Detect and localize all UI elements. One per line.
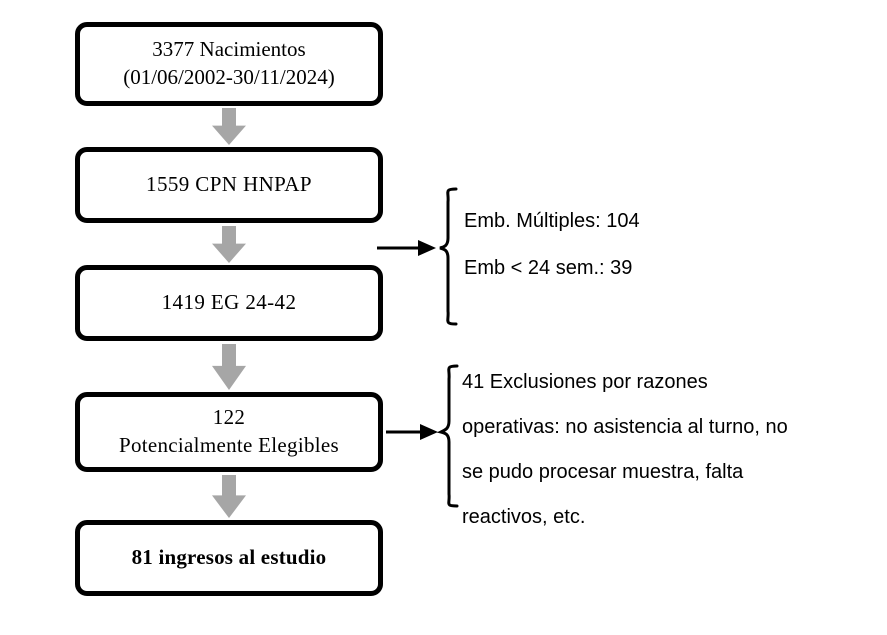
flow-node-births-line-1: 3377 Nacimientos xyxy=(152,37,306,62)
flow-node-eligible: 122 Potencialmente Elegibles xyxy=(75,392,383,472)
flow-node-enrolled: 81 ingresos al estudio xyxy=(75,520,383,596)
flow-node-births-line-2: (01/06/2002-30/11/2024) xyxy=(123,65,335,89)
exclusion-note-multiples: Emb. Múltiples: 104 Emb < 24 sem.: 39 xyxy=(464,198,640,292)
right-arrow-icon-to-exclusions-1 xyxy=(377,240,436,256)
down-arrow-icon-eligible-to-enrolled xyxy=(212,475,246,518)
right-arrow-icon-to-exclusions-2 xyxy=(386,424,438,440)
flow-node-eligible-line-2: Potencialmente Elegibles xyxy=(118,433,340,457)
exclusion-note-multiples-line-2: Emb < 24 sem.: 39 xyxy=(464,257,633,279)
exclusion-note-multiples-line-1: Emb. Múltiples: 104 xyxy=(464,210,640,232)
flow-node-eg-line-1: 1419 EG 24-42 xyxy=(161,290,297,315)
exclusion-note-operational: 41 Exclusiones por razones operativas: n… xyxy=(462,360,882,540)
down-arrow-icon-eg-to-eligible xyxy=(212,344,246,390)
flow-node-cpn: 1559 CPN HNPAP xyxy=(75,147,383,223)
flow-node-births: 3377 Nacimientos (01/06/2002-30/11/2024) xyxy=(75,22,383,106)
curly-brace-exclusions-1 xyxy=(439,187,458,326)
flow-node-cpn-line-1: 1559 CPN HNPAP xyxy=(146,172,312,197)
exclusion-note-operational-line-3: se pudo procesar muestra, falta xyxy=(462,461,744,483)
exclusion-note-operational-line-2: operativas: no asistencia al turno, no xyxy=(462,416,788,438)
curly-brace-exclusions-2 xyxy=(436,364,459,508)
down-arrow-icon-births-to-cpn xyxy=(212,108,246,145)
exclusion-note-operational-line-4: reactivos, etc. xyxy=(462,506,586,528)
flow-node-eg: 1419 EG 24-42 xyxy=(75,265,383,341)
flow-node-eligible-line-1: 122 xyxy=(212,405,246,430)
exclusion-note-operational-line-1: 41 Exclusiones por razones xyxy=(462,371,708,393)
down-arrow-icon-cpn-to-eg xyxy=(212,226,246,263)
flow-node-enrolled-line-1: 81 ingresos al estudio xyxy=(131,545,327,570)
